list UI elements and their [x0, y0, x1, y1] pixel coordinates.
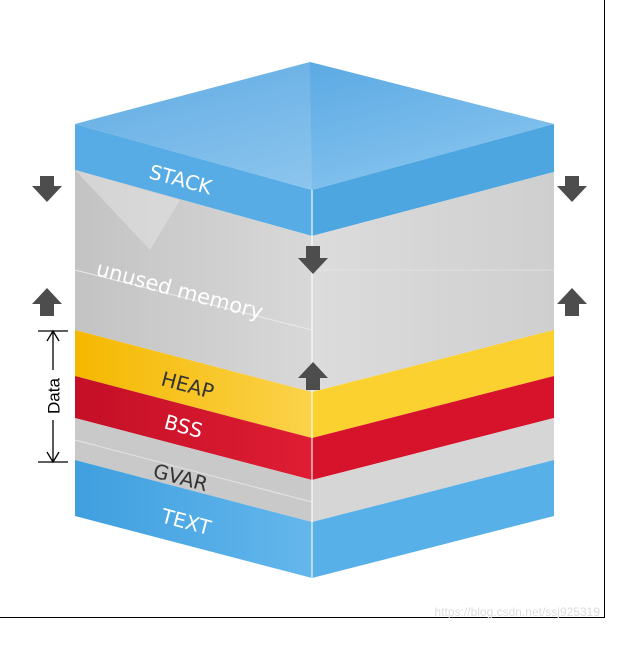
data-bracket-label: Data	[44, 378, 63, 414]
bss-layer	[75, 376, 554, 480]
gvar-layer	[74, 418, 554, 522]
arrow-down-icon	[557, 176, 587, 202]
stack-layer	[75, 62, 554, 236]
arrow-down-icon	[32, 176, 62, 202]
arrow-up-icon	[298, 362, 328, 390]
arrow-up-icon	[557, 288, 587, 316]
unused-memory-layer	[74, 170, 554, 392]
data-bracket-label-bg	[42, 370, 64, 420]
watermark: https://blog.csdn.net/ssj925319	[434, 605, 600, 619]
arrow-up-icon	[32, 288, 62, 316]
frame-right-border	[604, 0, 605, 618]
frame-bottom-border	[0, 617, 605, 618]
text-layer	[75, 460, 554, 578]
heap-layer	[75, 330, 554, 438]
arrow-down-icon	[298, 246, 328, 274]
